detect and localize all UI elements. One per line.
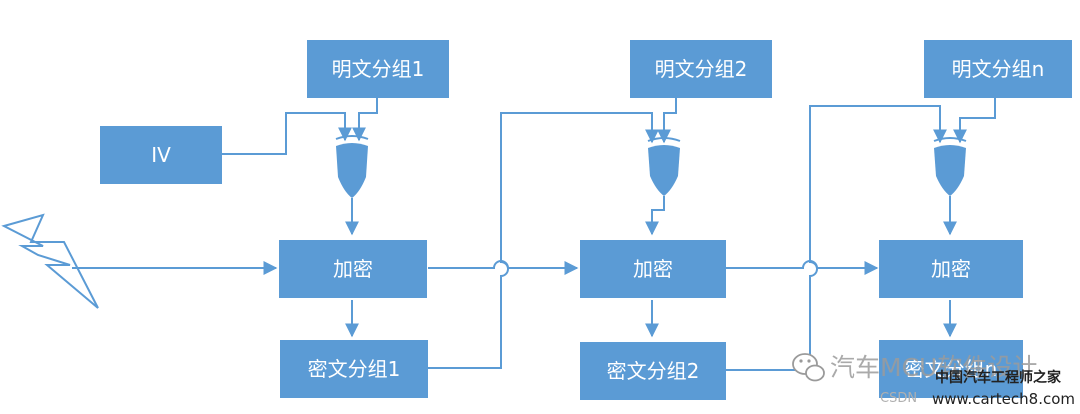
key-line-3 — [726, 260, 879, 275]
watermark: 汽车MCU软件设计 中国汽车工程师之家 CSDN www.cartech8.co… — [792, 353, 1075, 408]
iv-line — [222, 112, 352, 155]
encrypt-label-3: 加密 — [931, 257, 971, 281]
ciphertext-block-1: 密文分组1 — [280, 340, 428, 398]
ciphertext-label-n: 密文分组n — [905, 357, 998, 381]
encrypt-block-3: 加密 — [879, 240, 1023, 298]
plaintext-block-1: 明文分组1 — [307, 40, 449, 98]
iv-label: IV — [151, 143, 171, 167]
ciphertext-block-n: 密文分组n — [879, 340, 1023, 398]
connection-lines — [72, 98, 996, 371]
plaintext-label-n: 明文分组n — [952, 57, 1045, 81]
encrypt-block-2: 加密 — [580, 240, 726, 298]
plaintext-block-2: 明文分组2 — [630, 40, 772, 98]
plaintext-block-n: 明文分组n — [924, 40, 1072, 98]
lightning-bolt-icon — [1, 213, 99, 309]
xor-gate-icon — [647, 137, 681, 196]
p2-to-xor2 — [657, 98, 677, 144]
key-line-2 — [428, 260, 579, 275]
watermark-site: 中国汽车工程师之家 — [935, 369, 1062, 386]
encrypt-label-2: 加密 — [633, 257, 673, 281]
encrypt-label-1: 加密 — [333, 257, 373, 281]
watermark-csdn: CSDN — [880, 391, 917, 406]
plaintext-label-2: 明文分组2 — [655, 57, 748, 81]
encrypt-block-1: 加密 — [279, 240, 427, 298]
iv-block: IV — [100, 126, 222, 184]
ciphertext-block-2: 密文分组2 — [580, 342, 726, 400]
wechat-icon — [792, 353, 825, 382]
plaintext-label-1: 明文分组1 — [332, 57, 425, 81]
xor2-to-e2 — [645, 196, 665, 236]
p1-to-xor1 — [352, 98, 378, 142]
c2-to-xor3 — [726, 105, 947, 371]
xor-gate-icon — [933, 137, 967, 196]
pn-to-xor3 — [953, 98, 996, 144]
watermark-account: 汽车MCU软件设计 — [830, 353, 1037, 382]
ciphertext-label-2: 密文分组2 — [607, 359, 700, 383]
watermark-url: www.cartech8.com — [932, 390, 1075, 408]
xor-gate-icon — [335, 135, 369, 198]
ciphertext-label-1: 密文分组1 — [308, 357, 401, 381]
